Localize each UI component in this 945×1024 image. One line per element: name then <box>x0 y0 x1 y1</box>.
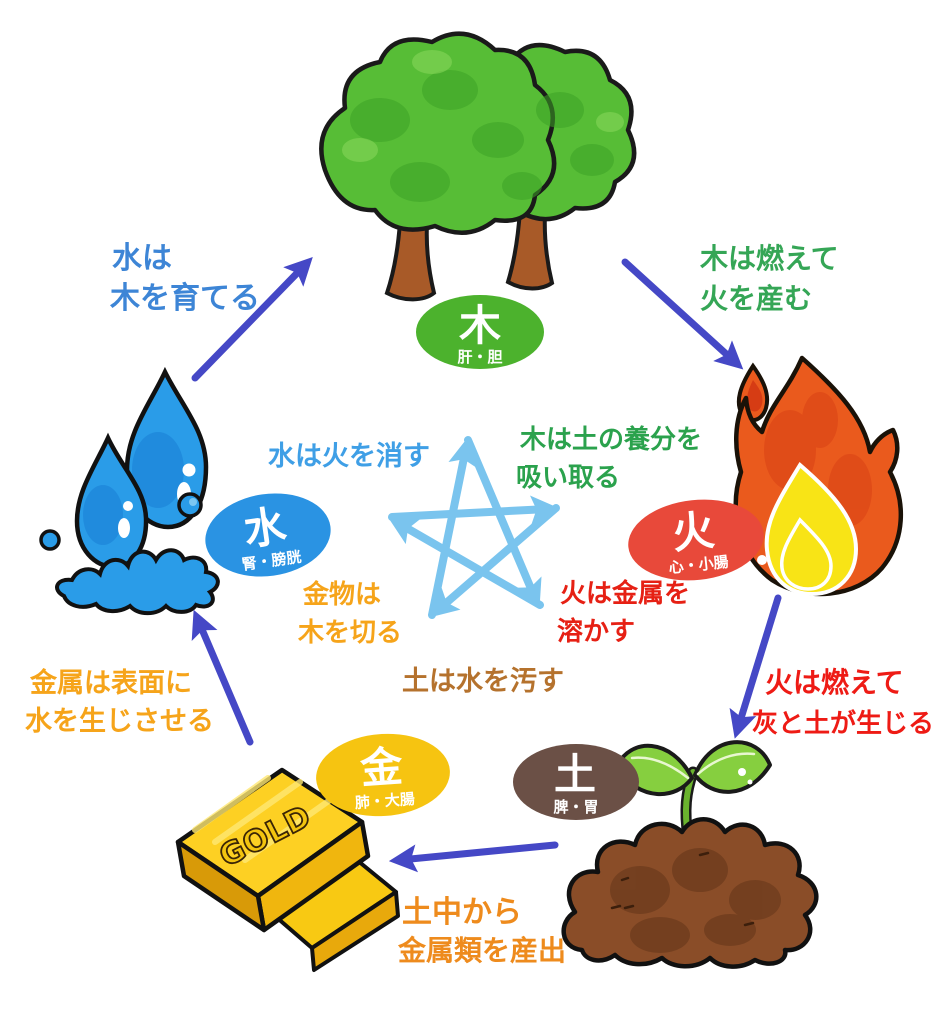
label-water-to-wood: 木を育てる <box>109 281 260 316</box>
label-earth-to-metal: 金属類を産出 <box>397 934 566 967</box>
arrow-water-to-wood <box>191 256 313 382</box>
water-badge-oval <box>205 493 331 577</box>
gold-streaks <box>192 775 333 863</box>
overcoming-star <box>388 436 560 619</box>
label-metal-to-wood: 金物は <box>302 579 381 610</box>
water-splash <box>55 548 220 616</box>
crown-highlights <box>342 50 624 162</box>
label-metal-to-water: 金属は表面に <box>29 667 192 699</box>
crown-crayon-texture <box>350 70 614 202</box>
gold-bar-bottom-front <box>310 890 400 972</box>
earth-badge-oval <box>513 744 639 820</box>
star-arrow-earth-to-water <box>388 517 544 609</box>
earth-badge: 土 脾・胃 <box>513 744 639 820</box>
drop-highlight <box>182 463 196 477</box>
star-arrow-wood-to-earth <box>464 436 542 609</box>
fire-badge-oval <box>628 499 764 581</box>
star-arrow-metal-to-wood <box>428 436 477 619</box>
arrow-earth-to-metal <box>388 841 559 873</box>
arrow-fire-to-earth <box>729 594 782 739</box>
label-earth-to-metal: 土中から <box>402 895 522 930</box>
soil-ticks <box>610 851 755 927</box>
label-water-to-wood: 水は <box>112 241 172 276</box>
wood-badge-oval <box>416 295 544 369</box>
fire-spark-core <box>746 380 763 412</box>
label-fire-to-earth: 灰と土が生じる <box>752 708 934 739</box>
gold-illustration: GOLD <box>175 767 400 972</box>
water-droplet <box>39 529 61 551</box>
label-wood-to-fire: 火を産む <box>700 282 812 315</box>
label-metal-to-wood: 木を切る <box>297 618 402 648</box>
metal-kanji: 金 <box>358 742 405 794</box>
drop-highlight <box>123 501 133 511</box>
fire-illustration <box>733 355 904 597</box>
gold-bar-left-face <box>175 839 267 933</box>
metal-organs: 肺・大腸 <box>354 790 415 812</box>
flame-core-line <box>779 517 833 591</box>
wood-organs: 肝・胆 <box>457 348 502 366</box>
wood-kanji: 木 <box>459 301 501 350</box>
metal-badge: 金 肺・大腸 <box>316 733 450 817</box>
earth-organs: 脾・胃 <box>553 798 598 816</box>
water-kanji: 水 <box>241 501 290 556</box>
water-badge: 水 腎・膀胱 <box>205 493 331 577</box>
arrow-metal-to-water <box>191 609 254 746</box>
leaf-veins <box>630 752 756 780</box>
label-water-to-fire: 水は火を消す <box>268 441 430 472</box>
soil-illustration <box>561 740 819 969</box>
tree-trunk <box>505 207 555 291</box>
label-earth-to-water: 土は水を汚す <box>402 666 564 697</box>
label-fire-to-metal: 溶かす <box>557 616 635 647</box>
flame-dot <box>757 555 767 565</box>
star-arrow-water-to-fire <box>388 495 560 525</box>
generating-labels: 水は 木を育てる 木は燃えて 火を産む 火は燃えて 灰と土が生じる 土中から 金… <box>25 241 934 967</box>
droplet-highlight <box>189 498 197 506</box>
fire-kanji: 火 <box>670 505 717 558</box>
label-wood-to-earth: 吸い取る <box>516 463 620 493</box>
tree-trunk <box>384 219 437 302</box>
earth-kanji: 土 <box>554 750 596 799</box>
drop-shade <box>83 485 123 545</box>
label-wood-to-earth: 木は土の養分を <box>519 425 702 455</box>
drop-shade <box>132 432 184 508</box>
fire-badge: 火 心・小腸 <box>628 499 764 581</box>
star-arrow-fire-to-metal <box>429 504 560 618</box>
drop-highlight <box>118 518 130 538</box>
overcoming-labels: 水は火を消す 木は土の養分を 吸い取る 火は金属を 溶かす 金物は 木を切る 土… <box>268 425 702 697</box>
metal-badge-oval <box>316 733 450 817</box>
leaf-dot <box>738 768 746 776</box>
water-droplet <box>177 492 203 518</box>
label-wood-to-fire: 木は燃えて <box>699 242 839 275</box>
generating-arrows <box>191 256 782 873</box>
leaf-dot <box>747 779 753 785</box>
wood-badge: 木 肝・胆 <box>416 295 544 369</box>
trees-illustration <box>319 31 637 302</box>
label-fire-to-earth: 火は燃えて <box>765 666 904 699</box>
arrow-wood-to-fire <box>621 258 744 370</box>
label-metal-to-water: 水を生じさせる <box>25 706 214 737</box>
water-illustration <box>39 366 220 616</box>
label-fire-to-metal: 火は金属を <box>560 578 690 609</box>
